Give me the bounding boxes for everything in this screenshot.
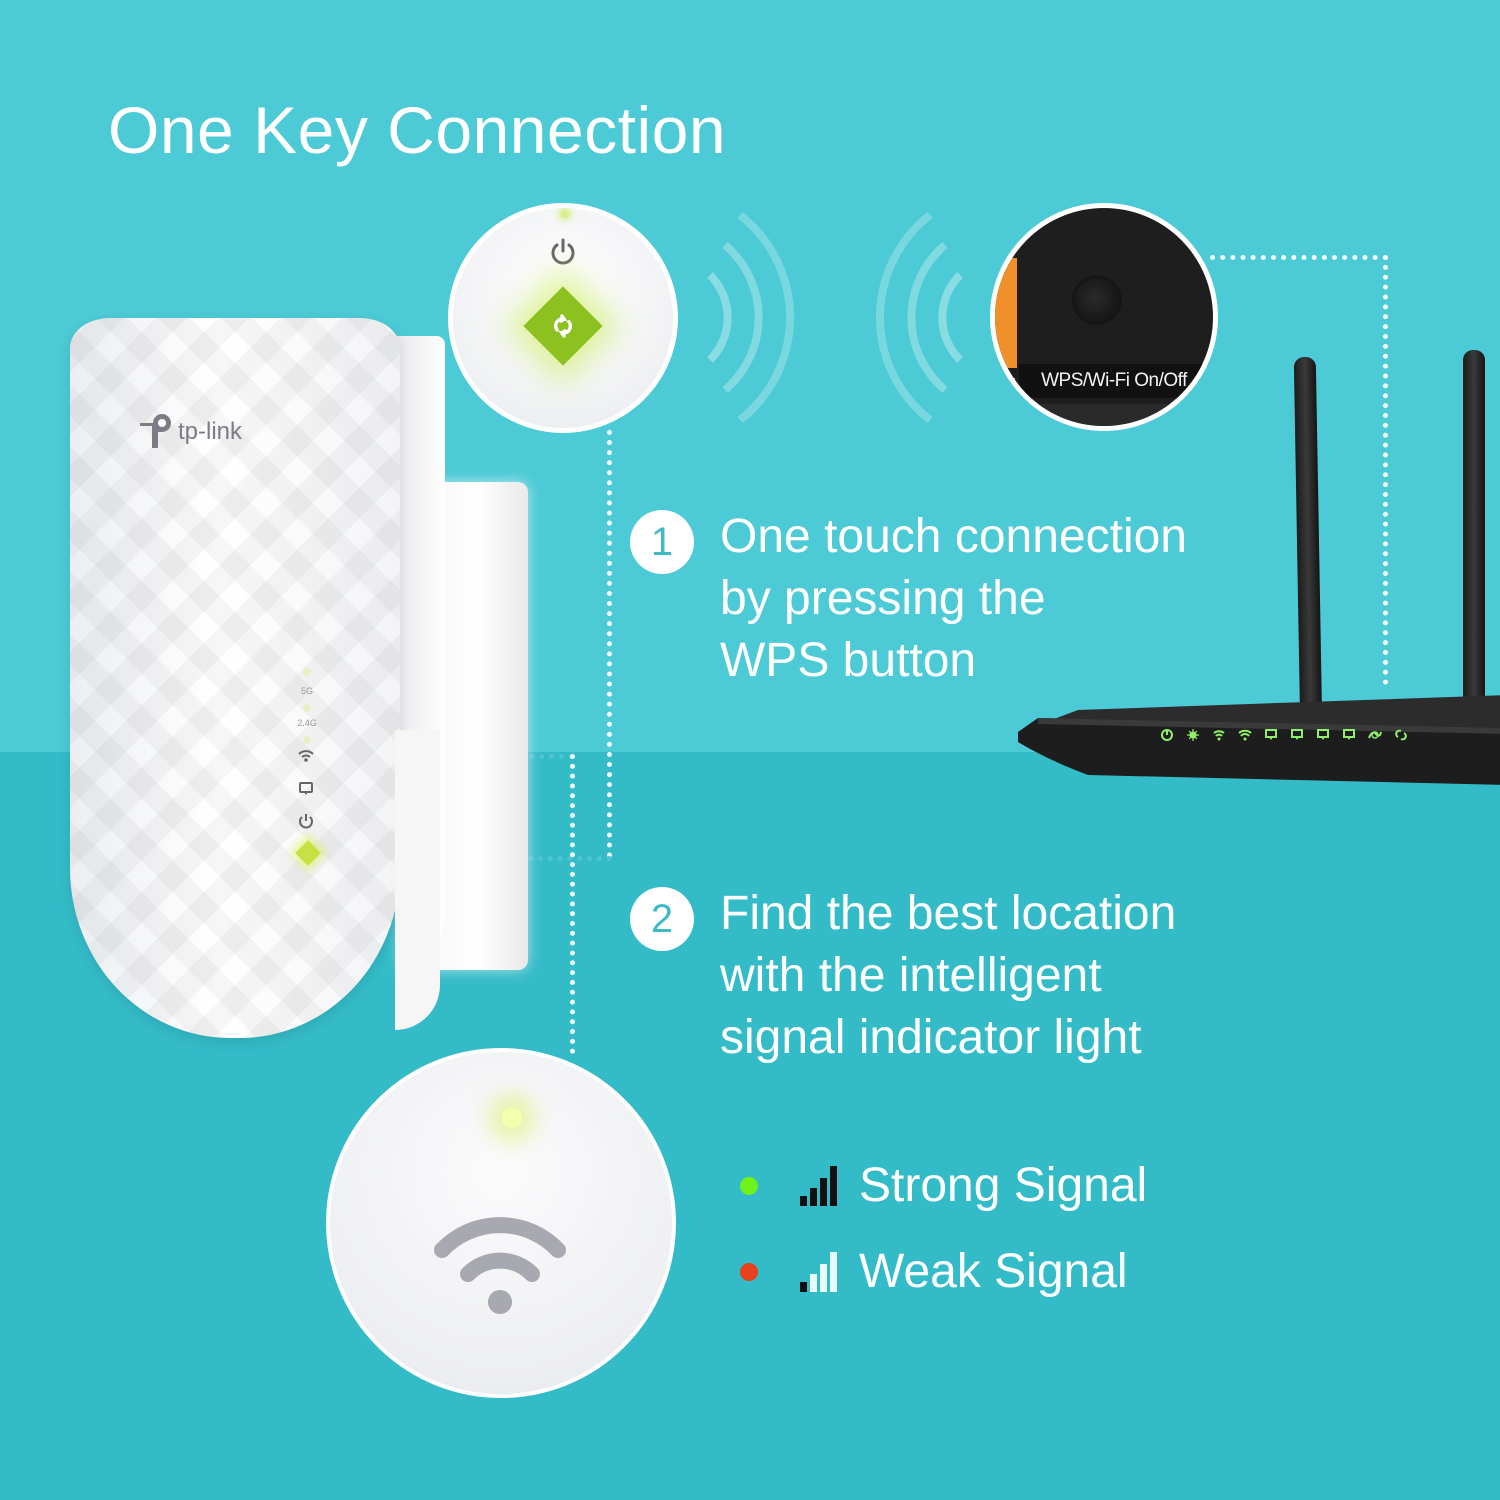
router-port-yellow (995, 378, 1015, 408)
signal-indicator-zoom-callout (326, 1048, 676, 1398)
weak-signal-label: Weak Signal (859, 1245, 1128, 1298)
wifi-icon (298, 750, 314, 762)
led-24g-label: 2.4G (297, 718, 317, 728)
strong-signal-dot (740, 1177, 758, 1195)
connector-wifi-vertical (570, 754, 575, 1054)
step-1-line-2: by pressing the (720, 572, 1046, 625)
router-wifi24-led-icon (1213, 730, 1225, 741)
step-2-line-3: signal indicator light (720, 1011, 1142, 1064)
led-5g-dot (303, 668, 311, 676)
step-2-line-1: Find the best location (720, 887, 1177, 940)
router-lan3-led-icon (1317, 729, 1329, 740)
router-wps-label: WPS/Wi-Fi On/Off (1019, 364, 1209, 398)
router-antenna-right (1463, 350, 1485, 750)
wps-icon (553, 314, 573, 338)
signal-led-icon (502, 1108, 522, 1128)
tp-link-logo: tp-link (138, 412, 242, 452)
router-system-led-icon (1187, 729, 1199, 741)
connector-router-vertical (1383, 255, 1388, 685)
range-extender-device (70, 318, 400, 1038)
strong-signal-label: Strong Signal (859, 1159, 1148, 1212)
legend-strong-signal: Strong Signal (740, 1158, 1147, 1214)
router-wifi5-led-icon (1238, 729, 1252, 741)
router-wps-zoom-callout: WPS/Wi-Fi On/Off (990, 203, 1218, 431)
step-1-line-3: WPS button (720, 634, 977, 687)
step-1-badge: 1 (630, 510, 694, 574)
led-24g-dot (303, 704, 311, 712)
tp-link-logo-icon (140, 414, 171, 448)
router-panel (995, 404, 1213, 426)
extender-plug (395, 730, 440, 1030)
router-led-panel (1160, 728, 1408, 742)
step-1: 1 One touch connection by pressing the W… (630, 506, 1187, 692)
brand-text: tp-link (178, 418, 243, 445)
step-2-line-2: with the intelligent (720, 949, 1102, 1002)
connector-router-horizontal (1210, 255, 1388, 260)
router-lan4-led-icon (1343, 729, 1355, 740)
signal-waves-left-icon (707, 211, 794, 424)
step-1-text: One touch connection by pressing the WPS… (720, 506, 1187, 692)
extender-wps-zoom-callout (448, 203, 678, 433)
router-wps-button (1075, 278, 1119, 322)
page-title: One Key Connection (108, 93, 727, 167)
step-2: 2 Find the best location with the intell… (630, 883, 1176, 1069)
power-icon (551, 238, 575, 265)
step-1-line-1: One touch connection (720, 510, 1187, 563)
router-power-led-icon (1161, 729, 1173, 741)
weak-signal-dot (740, 1263, 758, 1281)
signal-weak-bars-icon (800, 1252, 837, 1292)
legend-weak-signal: Weak Signal (740, 1244, 1128, 1300)
led-5g-label: 5G (300, 686, 313, 696)
led-indicator-icon (561, 210, 569, 218)
ethernet-icon (299, 782, 313, 795)
step-2-badge: 2 (630, 887, 694, 951)
signal-strong-bars-icon (800, 1166, 837, 1206)
router-lan2-led-icon (1291, 729, 1303, 740)
signal-waves-right-icon (876, 211, 963, 424)
wifi-icon (434, 1217, 566, 1314)
router-internet-led-icon (1368, 731, 1382, 739)
connector-wps-vertical (607, 430, 612, 858)
step-2-text: Find the best location with the intellig… (720, 883, 1176, 1069)
router-port-orange (995, 258, 1017, 368)
power-icon (299, 814, 313, 829)
router-lan1-led-icon (1265, 729, 1277, 740)
led-signal-dot (303, 736, 311, 744)
router-wps-led-icon (1395, 729, 1407, 741)
